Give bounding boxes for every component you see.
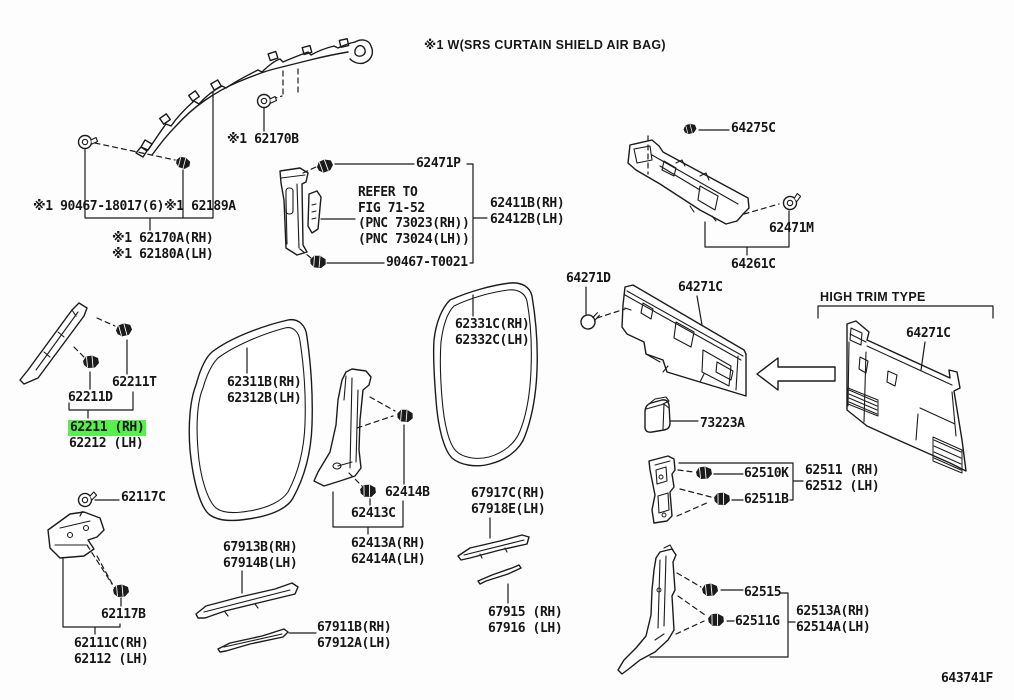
part-label-62311b-62312b[interactable]: 62311B(RH) 62312B(LH) — [227, 375, 302, 406]
part-label-62511g[interactable]: 62511G — [735, 614, 780, 629]
part-label-62413a-62414a[interactable]: 62413A(RH) 62414A(LH) — [351, 536, 426, 567]
part-label-90467-18017[interactable]: ※1 90467-18017(6)※1 62189A — [33, 199, 236, 214]
part-label-62170b[interactable]: ※1 62170B — [227, 132, 299, 147]
rear-rail-art — [627, 139, 750, 225]
part-label-62411b-62412b[interactable]: 62411B(RH) 62412B(LH) — [490, 196, 565, 227]
screw-90467-t0021-icon — [308, 253, 328, 270]
clip-64275c-icon — [682, 122, 698, 136]
part-label-62515[interactable]: 62515 — [744, 585, 782, 600]
part-label-62510k[interactable]: 62510K — [744, 466, 789, 481]
clip-62211d-icon — [82, 354, 100, 369]
part-label-62413c[interactable]: 62413C — [351, 506, 396, 521]
high-trim-type-note: HIGH TRIM TYPE — [820, 290, 926, 304]
front-door-opening-trim-art — [188, 318, 313, 522]
a-pillar-trim-art — [19, 302, 88, 385]
part-label-62211d[interactable]: 62211D — [68, 390, 113, 405]
c-pillar-lower-trim-art — [617, 544, 677, 675]
sill-strip-67915-art — [477, 564, 522, 585]
clip-62189a-icon — [173, 154, 193, 172]
sill-plate-67913-art — [195, 582, 299, 619]
refer-note: REFER TO FIG 71-52 (PNC 73023(RH)) (PNC … — [358, 185, 470, 247]
c-pillar-upper-trim-art — [648, 455, 676, 524]
part-label-64271c[interactable]: 64271C — [678, 280, 723, 295]
cowl-side-trim-art — [47, 511, 105, 559]
part-label-62471p[interactable]: 62471P — [416, 156, 461, 171]
part-label-64261c[interactable]: 64261C — [731, 257, 776, 272]
b-pillar-lower-trim-art — [313, 368, 372, 487]
clip-62515-icon — [701, 582, 719, 597]
sill-plate-67917-art — [457, 534, 530, 561]
part-label-64271d[interactable]: 64271D — [566, 271, 611, 286]
part-label-64275c[interactable]: 64275C — [731, 121, 776, 136]
curtain-airbag-art — [135, 38, 374, 158]
part-label-73223a[interactable]: 73223A — [700, 416, 745, 431]
figure-code: 643741F — [941, 671, 993, 686]
part-label-62513a-62514a[interactable]: 62513A(RH) 62514A(LH) — [796, 604, 871, 635]
grommet-62170b-icon — [256, 93, 278, 109]
part-label-62111c-62112[interactable]: 62111C(RH) 62112 (LH) — [74, 636, 149, 667]
part-label-67915-67916[interactable]: 67915 (RH) 67916 (LH) — [488, 605, 563, 636]
part-label-62117b[interactable]: 62117B — [101, 607, 146, 622]
part-label-62212-lh[interactable]: 62212 (LH) — [69, 436, 144, 451]
part-label-62170a-62180a[interactable]: ※1 62170A(RH) ※1 62180A(LH) — [112, 231, 214, 262]
direction-arrow — [756, 357, 836, 391]
clip-62510k-icon — [695, 465, 713, 480]
part-label-62211t[interactable]: 62211T — [112, 375, 157, 390]
part-label-62331c-62332c[interactable]: 62331C(RH) 62332C(LH) — [455, 317, 530, 348]
high-trim-panel-art — [846, 320, 967, 474]
part-label-62211-rh-highlighted[interactable]: 62211 (RH) — [68, 420, 147, 436]
sill-strip-67911-art — [217, 628, 289, 653]
part-label-90467-t0021[interactable]: 90467-T0021 — [386, 255, 468, 270]
highlight-badge: 62211 (RH) — [68, 420, 147, 436]
clip-62511g-icon — [706, 612, 726, 628]
clip-62511b-icon — [712, 491, 732, 507]
clip-62117b-icon — [112, 583, 130, 598]
part-label-62117c[interactable]: 62117C — [121, 490, 166, 505]
part-label-62511b[interactable]: 62511B — [744, 492, 789, 507]
leader-lines — [62, 91, 994, 658]
pin-64271d-icon — [578, 310, 604, 332]
clip-62414b-icon — [395, 407, 415, 424]
part-label-67911b-67912a[interactable]: 67911B(RH) 67912A(LH) — [317, 620, 392, 651]
clip-62117c-icon — [75, 488, 100, 510]
part-label-62511-62512[interactable]: 62511 (RH) 62512 (LH) — [805, 463, 880, 494]
b-pillar-upper-garnish-art — [279, 167, 322, 256]
part-label-64271c-high[interactable]: 64271C — [906, 326, 951, 341]
clip-62211t-icon — [114, 321, 134, 338]
part-label-67917c-67918e[interactable]: 67917C(RH) 67918E(LH) — [471, 486, 546, 517]
part-label-62414b[interactable]: 62414B — [385, 485, 430, 500]
back-panel-trim-art — [621, 284, 747, 397]
srs-airbag-note: ※1 W(SRS CURTAIN SHIELD AIR BAG) — [424, 38, 666, 52]
part-label-67913b-67914b[interactable]: 67913B(RH) 67914B(LH) — [223, 540, 298, 571]
rear-door-opening-trim-art — [432, 282, 538, 467]
grommet-62471m-icon — [780, 190, 805, 213]
part-label-62471m[interactable]: 62471M — [769, 221, 814, 236]
spacer-box-art — [644, 396, 671, 433]
grommet-90467-18017-icon — [77, 134, 99, 150]
clip-62471p-icon — [314, 156, 335, 175]
